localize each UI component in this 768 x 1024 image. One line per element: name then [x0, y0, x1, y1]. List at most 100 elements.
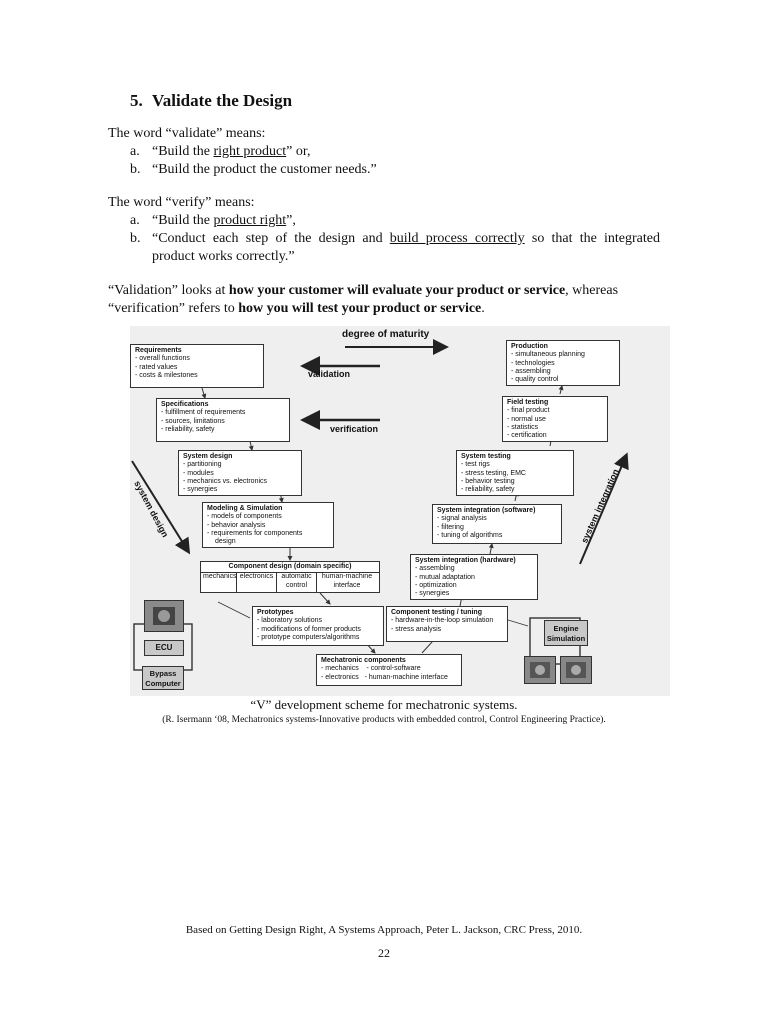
list-text: “Build the product the customer needs.”: [152, 162, 377, 177]
section-number: 5.: [130, 91, 143, 110]
box-item: - partitioning: [183, 461, 222, 469]
box-item: - overall functions: [135, 355, 190, 363]
underlined-text: product right: [213, 213, 287, 228]
box-item: - tuning of algorithms: [437, 531, 503, 539]
box-item: - synergies: [183, 486, 218, 494]
box-item: - filtering: [437, 523, 464, 531]
box-item: - laboratory solutions: [257, 617, 322, 625]
list-text: “Build the product right”,: [152, 212, 296, 230]
box-item: - quality control: [511, 376, 559, 384]
table-cell: electronics: [237, 573, 277, 593]
system-testing-box: System testing - test rigs - stress test…: [456, 450, 574, 496]
box-item: - assembling: [415, 565, 455, 573]
box-title: System integration (software): [437, 507, 536, 514]
verify-intro: The word “verify” means:: [108, 195, 255, 210]
text-segment: “Build the: [152, 213, 214, 228]
production-box: Production - simultaneous planning - tec…: [506, 340, 620, 386]
box-item: - normal use: [507, 415, 546, 423]
box-item: - synergies: [415, 590, 450, 598]
box-item: - simultaneous planning: [511, 351, 585, 359]
validation-label: validation: [308, 369, 351, 379]
v-model-diagram: degree of maturity validation verificati…: [130, 326, 670, 696]
text-segment: , whereas: [565, 283, 619, 298]
prototypes-box: Prototypes - laboratory solutions - modi…: [252, 606, 384, 646]
box-item: - stress testing, EMC: [461, 469, 526, 477]
footer-source: Based on Getting Design Right, A Systems…: [185, 924, 583, 936]
box-title: Requirements: [135, 347, 182, 354]
box-item: - test rigs: [461, 461, 490, 469]
box-item: - technologies: [511, 359, 555, 367]
box-title: Modeling & Simulation: [207, 505, 283, 512]
box-title: System testing: [461, 453, 511, 460]
section-heading: 5. Validate the Design: [130, 91, 292, 111]
list-marker: a.: [130, 213, 140, 228]
summary-line-1: “Validation” looks at how your customer …: [108, 282, 660, 300]
box-item: design: [215, 538, 236, 546]
summary-line-2: “verification” refers to how you will te…: [108, 300, 485, 318]
box-item: - statistics: [507, 423, 539, 431]
system-design-arrow: [131, 460, 191, 555]
figure-reference: (R. Isermann ‘08, Mechatronics systems-I…: [162, 715, 606, 725]
system-integration-software-box: System integration (software) - signal a…: [432, 504, 562, 544]
box-item: - stress analysis: [391, 625, 442, 633]
box-item: - fulfillment of requirements: [161, 409, 246, 417]
box-item: - mutual adaptation: [415, 573, 475, 581]
engine-icon: [566, 662, 586, 678]
test-rig-photo-left: [524, 656, 556, 684]
box-item: - certification: [507, 432, 547, 440]
requirements-box: Requirements - overall functions - rated…: [130, 344, 264, 388]
list-text: “Conduct each step of the design and bui…: [152, 230, 660, 248]
engine-simulation-block: Engine Simulation: [544, 620, 588, 646]
box-title: Component testing / tuning: [391, 609, 482, 616]
box-item: - requirements for components: [207, 529, 303, 537]
page-number: 22: [378, 946, 390, 960]
bypass-computer-block: Bypass Computer: [142, 666, 184, 690]
mechatronic-components-box: Mechatronic components - mechanics - con…: [316, 654, 462, 686]
list-marker: b.: [130, 162, 141, 177]
box-title: Field testing: [507, 399, 549, 406]
box-item: - reliability, safety: [461, 486, 515, 494]
text-segment: “Build the: [152, 144, 214, 159]
box-item: - modifications of former products: [257, 625, 361, 633]
component-design-box: Component design (domain specific) mecha…: [200, 561, 380, 593]
system-design-box: System design - partitioning - modules -…: [178, 450, 302, 496]
box-title: Prototypes: [257, 609, 294, 616]
box-item: - mechanics - control-software: [321, 665, 421, 673]
box-item: - behavior testing: [461, 477, 515, 485]
table-cell: mechanics: [201, 573, 237, 593]
bold-text: how your customer will evaluate your pro…: [228, 283, 566, 298]
list-marker: a.: [130, 144, 140, 159]
text-segment: “verification” refers to: [108, 301, 239, 316]
box-title: System design: [183, 453, 233, 460]
specifications-box: Specifications - fulfillment of requirem…: [156, 398, 290, 442]
box-title: System integration (hardware): [415, 557, 516, 564]
maturity-label: degree of maturity: [342, 329, 430, 340]
box-item: - modules: [183, 469, 214, 477]
engine-icon: [530, 662, 550, 678]
component-testing-box: Component testing / tuning - hardware-in…: [386, 606, 508, 642]
box-item: - prototype computers/algorithms: [257, 633, 360, 641]
ecu-block: ECU: [144, 640, 184, 656]
box-item: - optimization: [415, 581, 457, 589]
box-item: - behavior analysis: [207, 521, 266, 529]
system-integration-hardware-box: System integration (hardware) - assembli…: [410, 554, 538, 600]
box-item: - costs & milestones: [135, 371, 198, 379]
box-item: - hardware-in-the-loop simulation: [391, 617, 494, 625]
field-testing-box: Field testing - final product - normal u…: [502, 396, 608, 442]
test-rig-photo-right: [560, 656, 592, 684]
box-item: - final product: [507, 407, 550, 415]
system-integration-arrow: [579, 452, 629, 565]
box-item: - signal analysis: [437, 515, 487, 523]
box-title: Component design (domain specific): [201, 562, 379, 574]
verify-item-a: a. “Build the product right”,: [130, 212, 296, 230]
verify-item-b: b. “Conduct each step of the design and …: [130, 230, 660, 248]
box-title: Production: [511, 343, 548, 350]
modeling-simulation-box: Modeling & Simulation - models of compon…: [202, 502, 334, 548]
box-item: - rated values: [135, 363, 178, 371]
box-title: Specifications: [161, 401, 209, 408]
engine-photo-left: [144, 600, 184, 632]
list-text: “Build the right product” or,: [152, 143, 310, 161]
figure-caption: “V” development scheme for mechatronic s…: [250, 697, 518, 712]
text-segment: “Conduct each step of the design and: [152, 231, 390, 246]
validate-item-a: a. “Build the right product” or,: [130, 143, 310, 161]
